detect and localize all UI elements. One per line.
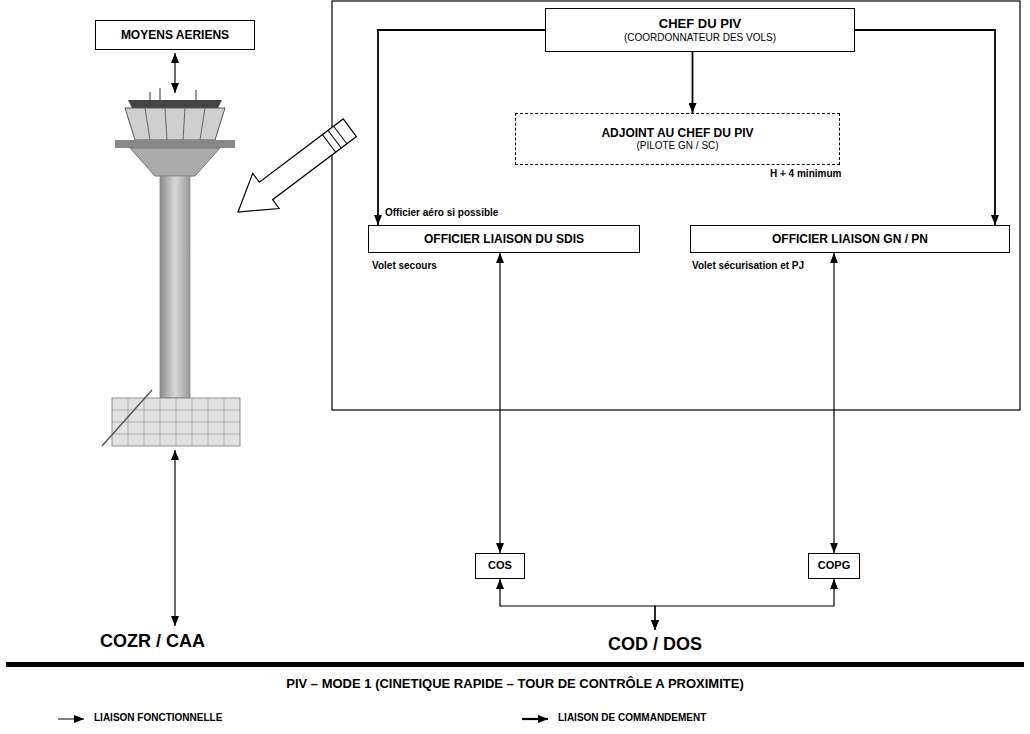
command-link [855,30,995,225]
control-tower [200,108,205,140]
control-tower [150,92,151,100]
box-subtitle: (COORDONNATEUR DES VOLS) [624,32,776,44]
separator-bar [6,662,1024,667]
box-title: OFFICIER LIAISON DU SDIS [424,232,584,246]
note: Volet sécurisation et PJ [692,260,804,272]
command-post-label: COD / DOS [580,630,730,660]
timing-note: H + 4 minimum [770,168,841,180]
control-tower [196,90,197,100]
control-tower [112,398,240,446]
control-tower [165,108,167,140]
box-title: COPG [818,559,850,572]
control-tower [160,88,161,100]
control-tower [168,180,169,396]
legend-text: LIAISON DE COMMANDEMENT [558,712,706,724]
box-title: ADJOINT AU CHEF DU PIV [601,126,753,140]
control-tower [102,88,240,446]
hollow-arrow [225,110,363,229]
control-tower [128,100,222,108]
frame [332,1,1020,410]
control-tower [160,176,190,398]
note: Volet secours [372,260,437,272]
hollow-arrow [225,110,363,229]
deputy-box: ADJOINT AU CHEF DU PIV(PILOTE GN / SC) [515,113,840,165]
liaison-box: OFFICIER LIAISON GN / PN [690,225,1010,253]
radio-link-arrow [174,53,175,93]
chief-box: CHEF DU PIV(COORDONNATEUR DES VOLS) [545,8,855,52]
resource-box: MOYENS AERIENS [95,20,255,50]
legend-sample [58,719,84,720]
command-link [692,52,694,113]
control-tower [112,398,240,446]
box-subtitle: (PILOTE GN / SC) [636,140,718,152]
functional-link [499,253,500,553]
control-tower [102,390,152,446]
box-title: COD / DOS [608,634,702,656]
box-title: MOYENS AERIENS [121,28,229,42]
control-tower [182,180,183,396]
functional-link [655,579,834,630]
box-title: OFFICIER LIAISON GN / PN [772,232,928,246]
functional-link [500,579,655,630]
hollow-arrow [334,126,347,144]
box-title: COS [488,559,512,572]
center-label: COZR / CAA [100,631,205,653]
control-tower [115,140,235,148]
box-title: CHEF DU PIV [659,16,741,32]
caption: PIV – MODE 1 (CINETIQUE RAPIDE – TOUR DE… [0,676,1030,691]
legend-sample [522,718,548,720]
post-box: COPG [808,553,860,579]
note: Officier aéro si possible [385,207,498,219]
control-tower [145,108,150,140]
functional-link [833,253,834,553]
post-box: COS [475,553,525,579]
radio-link-arrow [174,450,175,626]
control-tower [125,108,225,140]
control-tower [183,108,185,140]
legend-text: LIAISON FONCTIONNELLE [94,712,222,724]
liaison-box: OFFICIER LIAISON DU SDIS [368,225,640,253]
control-tower [130,148,220,176]
